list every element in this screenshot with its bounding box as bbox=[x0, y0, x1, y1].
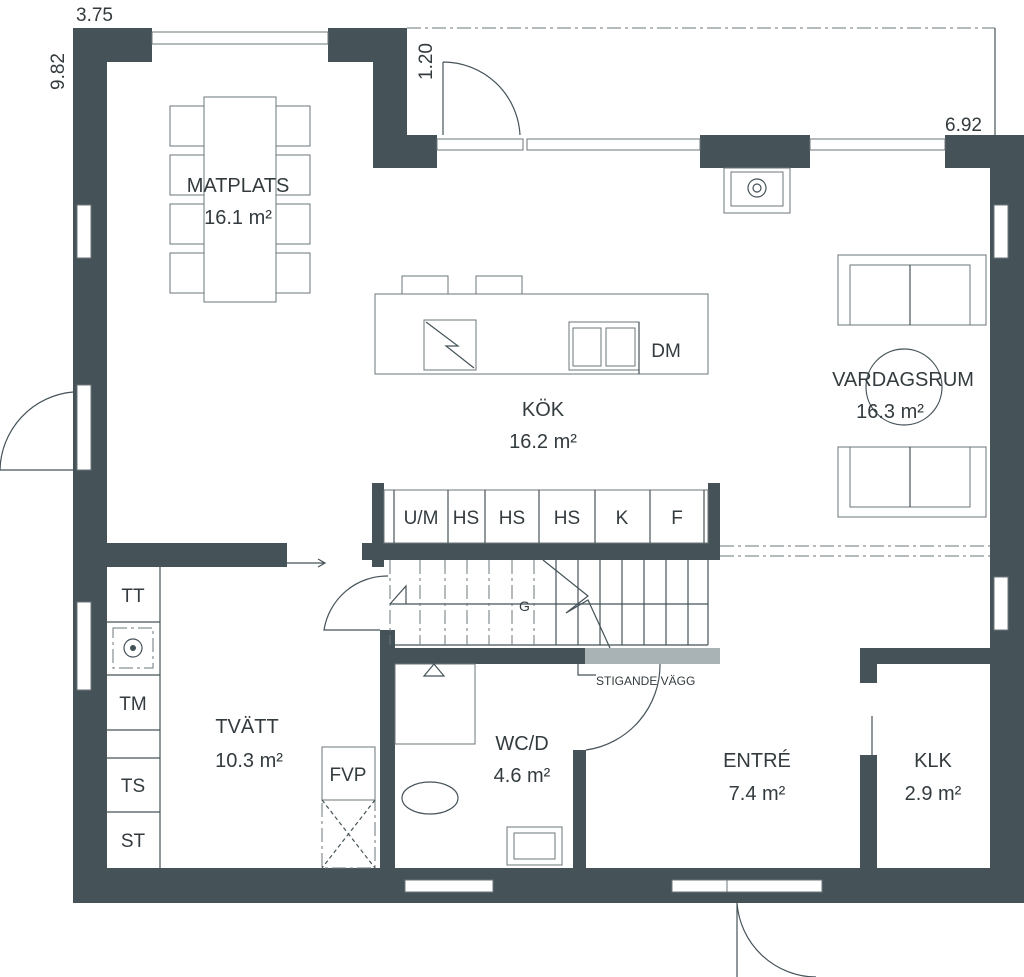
room-name: WC/D bbox=[495, 733, 548, 755]
rising-wall bbox=[585, 648, 720, 664]
room-area: 16.2 m² bbox=[509, 431, 577, 453]
room-area: 7.4 m² bbox=[729, 783, 786, 805]
room-area: 4.6 m² bbox=[494, 765, 551, 787]
rising-wall-note: STIGANDE VÄGG bbox=[596, 674, 695, 688]
sofas bbox=[720, 254, 990, 557]
kitchen-island: DM bbox=[374, 275, 709, 375]
dimension-left: 9.82 bbox=[48, 53, 69, 90]
walls bbox=[73, 28, 1024, 903]
stairs: G STIGANDE VÄGG bbox=[389, 559, 709, 688]
room-labels: MATPLATS 16.1 m² KÖK 16.2 m² VARDAGSRUM … bbox=[187, 175, 974, 805]
cabinet-label: HS bbox=[554, 508, 580, 529]
cabinet-label: HS bbox=[499, 508, 525, 529]
cabinet-label: F bbox=[671, 508, 683, 529]
room-area: 16.1 m² bbox=[204, 207, 272, 229]
wc-fixtures bbox=[394, 663, 563, 866]
room-area: 16.3 m² bbox=[856, 401, 924, 423]
dimension-top-left: 3.75 bbox=[76, 5, 113, 26]
toilet-icon bbox=[401, 781, 459, 815]
room-area: 2.9 m² bbox=[905, 783, 962, 805]
cabinet-label: HS bbox=[453, 508, 479, 529]
fireplace-icon bbox=[723, 167, 791, 214]
windows bbox=[76, 31, 1009, 893]
cabinet-label: U/M bbox=[404, 508, 439, 529]
laundry-label: TM bbox=[119, 694, 146, 715]
stove-icon bbox=[423, 319, 477, 371]
room-name: ENTRÉ bbox=[723, 749, 791, 772]
room-name: MATPLATS bbox=[187, 175, 290, 197]
dimension-porch: 1.20 bbox=[416, 43, 437, 80]
laundry-label: TT bbox=[121, 586, 145, 607]
dishwasher-label: DM bbox=[651, 341, 681, 362]
dimension-right: 6.92 bbox=[945, 115, 982, 136]
laundry-label: TS bbox=[121, 776, 145, 797]
dining-table bbox=[169, 96, 311, 303]
stair-label: G bbox=[519, 598, 530, 614]
room-name: VARDAGSRUM bbox=[832, 369, 974, 391]
kitchen-cabinets: U/M HS HS HS K F bbox=[383, 489, 709, 544]
room-name: KLK bbox=[914, 750, 952, 772]
laundry-units: TT TM TS ST FVP bbox=[107, 567, 376, 869]
porch-outline bbox=[407, 27, 996, 135]
laundry-label: ST bbox=[121, 831, 146, 852]
cabinet-label: K bbox=[616, 508, 629, 529]
doors bbox=[0, 61, 873, 977]
fvp-label: FVP bbox=[330, 765, 367, 786]
room-name: TVÄTT bbox=[215, 716, 278, 738]
room-area: 10.3 m² bbox=[215, 750, 283, 772]
room-name: KÖK bbox=[522, 399, 565, 421]
